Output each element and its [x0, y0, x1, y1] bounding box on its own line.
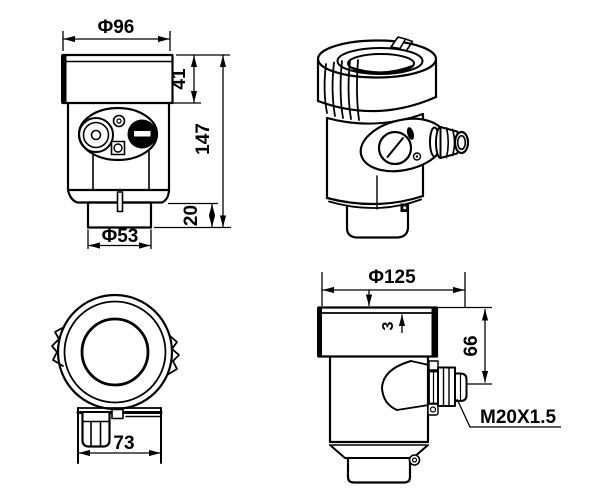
top-lid-opening [80, 317, 150, 387]
side-antenna [346, 456, 412, 484]
side-view-housing [317, 306, 468, 484]
top-left-clip [51, 326, 65, 367]
dim-phi53: Φ53 [102, 226, 139, 247]
leader-m20 [456, 398, 561, 428]
side-skirt-screw [408, 454, 421, 466]
top-view-dimensions: 73 [78, 433, 161, 457]
dim-phi96: Φ96 [98, 17, 135, 38]
top-view: 73 [51, 293, 180, 464]
side-boss [381, 360, 412, 411]
front-display-bar [134, 131, 151, 137]
persp-base [325, 194, 425, 239]
side-view: Φ125 3 66 M20X1.5 [317, 267, 561, 484]
persp-lid-tab [390, 36, 407, 50]
front-lid-edge [61, 55, 67, 103]
front-gland-ring-outer [78, 117, 114, 153]
side-view-dimensions: Φ125 3 66 M20X1.5 [321, 267, 561, 428]
front-view: Φ96 41 147 20 Φ53 [61, 17, 231, 249]
front-pin [116, 191, 124, 213]
dim-m20x1-5: M20X1.5 [480, 407, 556, 428]
persp-lid [316, 36, 438, 121]
side-boss-tab [428, 360, 439, 371]
dim-73: 73 [113, 433, 134, 454]
dim-phi125: Φ125 [368, 267, 416, 288]
persp-antenna [345, 203, 410, 239]
top-tab [111, 408, 124, 420]
side-boss-screw [427, 403, 439, 416]
dim-3: 3 [380, 321, 397, 330]
dim-66: 66 [461, 335, 482, 356]
front-view-housing [61, 53, 174, 229]
persp-side-plate [359, 117, 470, 173]
dim-41: 41 [169, 68, 190, 90]
persp-knob [377, 130, 413, 166]
side-lid [317, 306, 439, 358]
perspective-view [316, 36, 470, 239]
persp-lid-ribs [323, 59, 360, 121]
top-right-clip [166, 335, 180, 376]
persp-cable-gland [429, 126, 470, 159]
persp-slot [406, 127, 415, 140]
front-body [66, 101, 171, 192]
top-cable-gland [81, 411, 111, 448]
persp-screw [412, 152, 422, 161]
top-view-housing [51, 293, 180, 464]
front-view-dimensions: Φ96 41 147 20 Φ53 [62, 17, 231, 249]
side-cable-gland [428, 366, 468, 407]
front-vent-hole [112, 114, 126, 128]
dim-147: 147 [193, 123, 214, 155]
dim-20: 20 [181, 205, 202, 226]
top-lid-outer [56, 293, 174, 411]
